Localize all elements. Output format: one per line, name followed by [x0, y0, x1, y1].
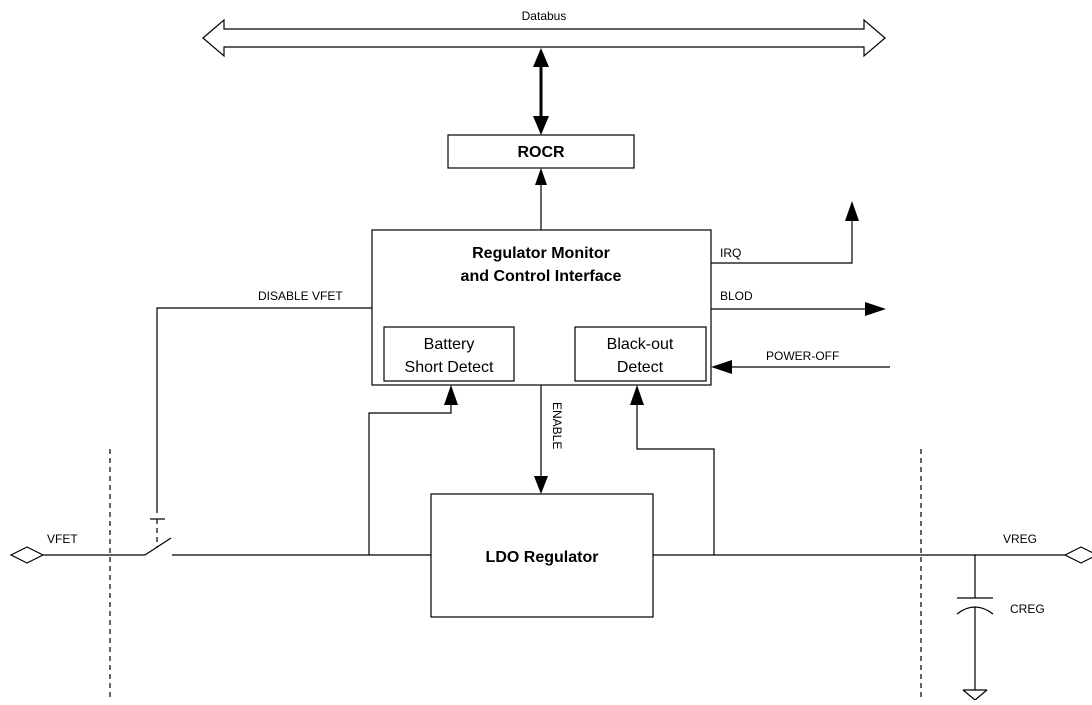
- blackout-label-line1: Black-out: [607, 336, 674, 353]
- ldo-regulator-block: [430, 493, 654, 618]
- monitor-to-rocr-arrow: [535, 168, 547, 230]
- irq-output: [711, 201, 859, 264]
- creg-capacitor: [956, 555, 994, 701]
- rocr-label: ROCR: [517, 144, 565, 161]
- poweroff-input: [711, 360, 890, 374]
- battery-label-line1: Battery: [424, 336, 475, 353]
- enable-label: ENABLE: [550, 402, 564, 449]
- disable-vfet-label: DISABLE VFET: [258, 289, 343, 303]
- irq-label: IRQ: [720, 246, 741, 260]
- monitor-title-line2: and Control Interface: [461, 268, 622, 285]
- databus-label: Databus: [522, 9, 567, 23]
- battery-label-line2: Short Detect: [405, 359, 494, 376]
- vfet-label: VFET: [47, 532, 78, 546]
- blackout-detect-block: [574, 326, 707, 382]
- disable-vfet-line: [156, 307, 372, 513]
- vfet-switch: [150, 518, 165, 547]
- monitor-title-line1: Regulator Monitor: [472, 245, 610, 262]
- enable-arrow: [534, 385, 548, 494]
- vreg-power-line: [653, 546, 1092, 564]
- battery-short-detect-block: [383, 326, 515, 382]
- blod-output: [711, 302, 886, 316]
- databus-rocr-link: [533, 48, 549, 135]
- battery-feedback-line: [368, 385, 458, 555]
- blackout-label-line2: Detect: [617, 359, 664, 376]
- vreg-label: VREG: [1003, 532, 1037, 546]
- blackout-feedback-line: [630, 385, 715, 555]
- databus-arrow: [202, 18, 886, 58]
- poweroff-label: POWER-OFF: [766, 349, 839, 363]
- creg-label: CREG: [1010, 602, 1045, 616]
- blod-label: BLOD: [720, 289, 753, 303]
- vfet-power-line: [9, 537, 431, 564]
- ldo-label: LDO Regulator: [486, 549, 599, 566]
